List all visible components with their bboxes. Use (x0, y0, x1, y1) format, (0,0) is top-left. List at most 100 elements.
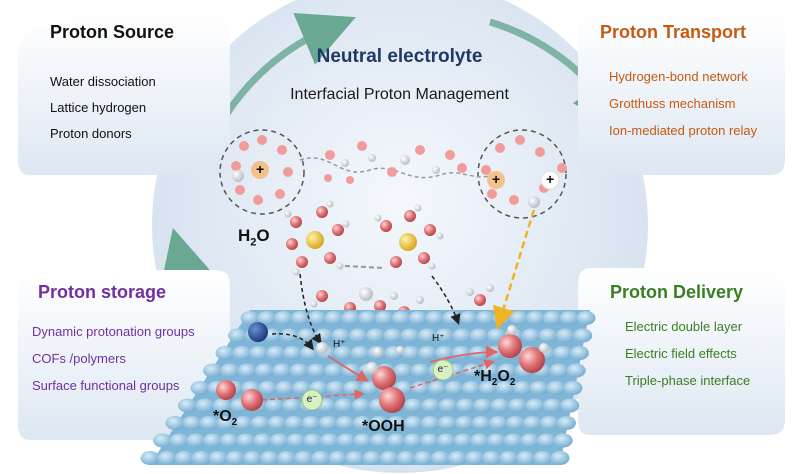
surface-tile (525, 398, 545, 413)
surface-tile (258, 381, 278, 395)
surface-tile (240, 311, 260, 325)
surface-tile (250, 416, 270, 430)
page-subtitle: Interfacial Proton Management (290, 86, 509, 103)
surface-tile (219, 433, 239, 448)
surface-tile (538, 328, 558, 343)
surface-tile (444, 381, 464, 395)
surface-tile (454, 416, 474, 430)
h2o2-label: *H2O2 (474, 368, 516, 389)
surface-tile (465, 451, 485, 465)
surface-tile (314, 328, 334, 343)
surface-tile (549, 363, 569, 378)
proton-transfer-arrow-1 (327, 355, 370, 382)
hplus-label-2: H⁺ (432, 333, 445, 344)
surface-tile (335, 416, 355, 430)
surface-tile (492, 311, 512, 325)
hydrated-cation-left (284, 200, 350, 276)
proton-storage-title: Proton storage (38, 282, 167, 302)
cation-cluster-right (481, 135, 567, 208)
surface-tile (482, 451, 502, 465)
surface-tile (379, 451, 399, 465)
surface-tile (435, 328, 455, 343)
surface-tile (576, 311, 596, 325)
surface-tile (509, 311, 529, 325)
surface-tile (403, 416, 423, 430)
surface-tile (522, 416, 542, 430)
surface-tile (553, 433, 573, 448)
surface-tile (555, 328, 575, 343)
surface-tile (497, 363, 517, 378)
surface-tile (470, 433, 490, 448)
surface-tile (473, 398, 493, 413)
surface-tile (352, 416, 372, 430)
surface-tile (212, 398, 232, 413)
cation-cluster-left (231, 135, 293, 205)
surface-tile (303, 433, 323, 448)
surface-tile (336, 433, 356, 448)
surface-tile (425, 311, 445, 325)
surface-tile (369, 416, 389, 430)
storage-to-surface-arrow (271, 333, 314, 351)
surface-tile (341, 311, 361, 325)
cation-plus-2: + (492, 171, 501, 187)
hydrated-cation-right (374, 204, 444, 270)
solvation-sphere-right (477, 129, 567, 219)
proton-delivery-arrow (492, 209, 536, 330)
surface-tile (427, 381, 447, 395)
surface-tile (533, 451, 553, 465)
surface-tile (570, 346, 589, 360)
surface-tile (140, 451, 160, 465)
surface-tile (282, 398, 302, 413)
surface-tile (186, 433, 206, 448)
surface-tile (243, 451, 262, 465)
surface-tile (283, 346, 303, 360)
water-to-surface-arrow (299, 273, 322, 345)
electron-2 (432, 359, 454, 381)
surface-tile (334, 398, 354, 413)
surface-tile (249, 346, 269, 360)
o2-label: *O2 (213, 408, 238, 429)
delivery-item-1: Electric double layer (625, 319, 743, 334)
surface-tile (573, 328, 593, 343)
surface-tile (358, 311, 378, 325)
surface-tile (448, 451, 467, 465)
surface-tile (560, 398, 580, 413)
delivery-item-2: Electric field effects (625, 346, 737, 361)
surface-tile (236, 433, 256, 448)
surface-tile (461, 381, 481, 395)
proton-transfer-arrow-2 (429, 345, 499, 363)
surface-tile (505, 416, 525, 430)
surface-tile (508, 398, 528, 413)
surface-tile (215, 346, 235, 360)
surface-tile (521, 328, 541, 343)
surface-tile (345, 451, 365, 465)
surface-tile (225, 451, 245, 465)
surface-tile (319, 433, 339, 448)
surface-tile (490, 398, 510, 413)
catalyst-surface (140, 310, 596, 465)
surface-tile (275, 381, 295, 395)
surface-tile (290, 311, 310, 325)
surface-tile (486, 433, 506, 448)
surface-tile (208, 451, 228, 465)
ooh-atom-1 (372, 366, 396, 390)
surface-tile (286, 433, 306, 448)
cation-on-surface (248, 322, 268, 342)
surface-tile (557, 416, 576, 430)
surface-tile (324, 311, 344, 325)
surface-tile (203, 433, 223, 448)
surface-tile (274, 311, 294, 325)
surface-tile (264, 398, 284, 413)
page-title: Neutral electrolyte (316, 46, 483, 67)
surface-tile (400, 328, 420, 343)
storage-item-2: COFs /polymers (32, 351, 126, 366)
transport-item-3: Ion-mediated proton relay (609, 123, 758, 138)
surface-tile (203, 363, 222, 378)
surface-tile (253, 433, 273, 448)
surface-tile (393, 363, 413, 378)
surface-tile (451, 346, 471, 360)
surface-tile (542, 311, 562, 325)
h2o2-atom-2 (519, 347, 545, 373)
